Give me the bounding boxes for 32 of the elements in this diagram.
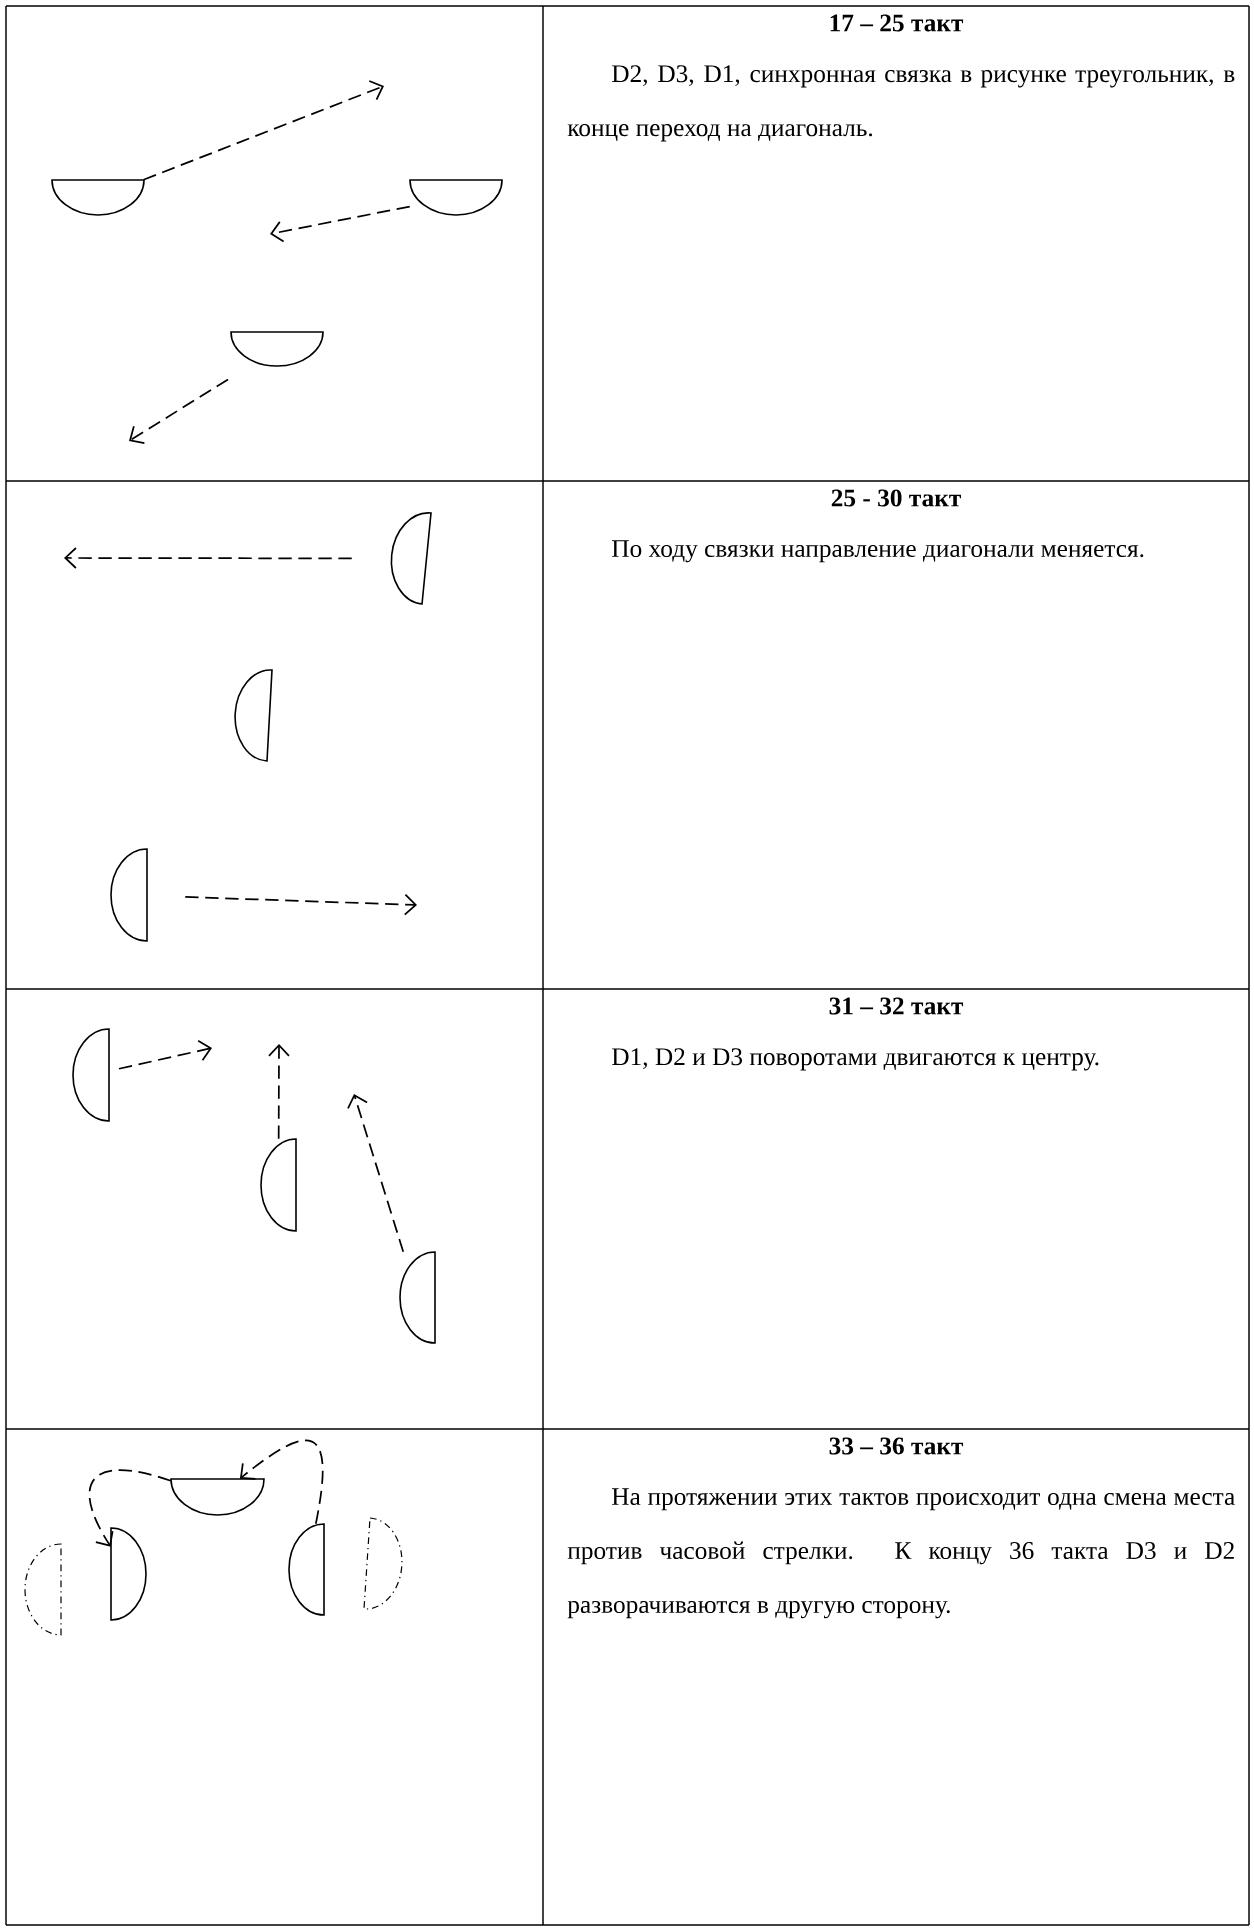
dancer-symbol — [288, 1523, 325, 1616]
dancer-symbol — [72, 1028, 110, 1122]
dancer-symbol — [260, 1138, 297, 1232]
dancer-symbol — [24, 1543, 62, 1636]
row-heading: 17 – 25 такт — [830, 14, 964, 32]
arrow — [268, 1044, 290, 1140]
arrow — [142, 80, 384, 181]
dancer-symbol — [399, 1251, 436, 1344]
dancer-symbol — [409, 179, 503, 216]
dancer-symbol — [234, 669, 273, 762]
arrow — [64, 547, 353, 569]
dancer-symbol — [363, 1517, 403, 1610]
row-heading: 33 – 36 такт — [829, 1437, 964, 1455]
arrow — [129, 378, 229, 445]
row-heading: 25 - 30 такт — [831, 489, 961, 507]
paragraph: На протяжении этих тактов происходит одна смена места против часовой стрелки. К концу 36 такта D3 и D2 разворачиваются в другую сторону. — [567, 1488, 1235, 1619]
arrow — [88, 1469, 172, 1547]
dancer-symbol — [110, 848, 148, 942]
dancer-symbol — [110, 1527, 147, 1621]
arrow — [347, 1094, 405, 1253]
dancer-symbol — [230, 331, 324, 367]
paragraph: D2, D3, D1, синхронная связка в рисунке треугольник, в конце переход на диагональ. — [567, 65, 1235, 142]
arrow — [270, 205, 411, 243]
dancer-symbol — [170, 1478, 265, 1516]
row-heading: 31 – 32 такт — [829, 997, 964, 1015]
arrow — [184, 893, 417, 916]
dancer-symbol — [51, 179, 145, 216]
paragraph: По ходу связки направление диагонали меняется. — [612, 540, 1144, 563]
arrow — [239, 1439, 324, 1525]
dancer-symbol — [390, 512, 432, 605]
arrow — [118, 1039, 212, 1070]
paragraph: D1, D2 и D3 поворотами двигаются к центру. — [612, 1048, 1099, 1071]
